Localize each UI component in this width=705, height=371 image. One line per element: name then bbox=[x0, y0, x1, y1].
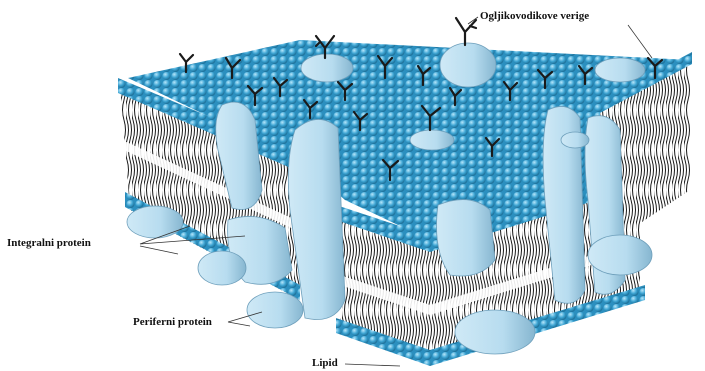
peripheral-protein-right bbox=[588, 235, 652, 275]
integral-protein-label: Integralni protein bbox=[7, 238, 91, 249]
surface-protein-5 bbox=[561, 132, 589, 148]
peripheral-protein-2 bbox=[198, 251, 246, 285]
leader-line-carbohydrate-2 bbox=[628, 25, 652, 58]
surface-protein-4 bbox=[410, 130, 454, 150]
leader-line-lipid bbox=[345, 364, 400, 366]
integral-protein-front-1 bbox=[437, 200, 496, 276]
carbohydrate-chains-label: Ogljikovodikove verige bbox=[480, 11, 589, 22]
lipid-label: Lipid bbox=[312, 358, 338, 369]
peripheral-protein-label: Periferni protein bbox=[133, 317, 212, 328]
leader-line-integral-2 bbox=[140, 246, 178, 254]
carbohydrate-chain bbox=[456, 18, 476, 45]
surface-protein-2 bbox=[440, 43, 496, 87]
peripheral-protein-1 bbox=[127, 206, 183, 238]
peripheral-protein-3 bbox=[247, 292, 303, 328]
surface-protein-1 bbox=[301, 54, 353, 82]
peripheral-protein-front bbox=[455, 310, 535, 354]
surface-protein-3 bbox=[595, 58, 645, 82]
